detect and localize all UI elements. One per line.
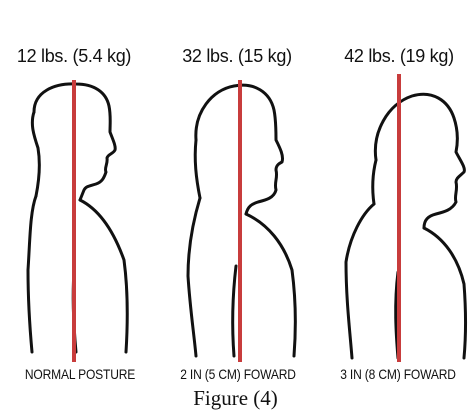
- head-back-forward-2: [195, 140, 200, 198]
- weight-label-forward-2: 32 lbs. (15 kg): [182, 46, 292, 67]
- posture-label-forward-3: 3 IN (8 CM) FOWARD: [340, 366, 456, 382]
- weight-label-normal: 12 lbs. (5.4 kg): [17, 46, 131, 67]
- head-outline-forward-3: [375, 94, 464, 228]
- head-back-normal: [32, 112, 39, 196]
- head-back-forward-3: [373, 160, 376, 204]
- posture-label-normal: NORMAL POSTURE: [25, 366, 135, 382]
- chest-outline-normal: [80, 200, 127, 352]
- figure-caption: Figure (4): [0, 386, 471, 411]
- posture-label-forward-2: 2 IN (5 CM) FOWARD: [180, 366, 296, 382]
- alignment-lines: [74, 74, 399, 362]
- weight-label-forward-3: 42 lbs. (19 kg): [344, 46, 454, 67]
- torso-outline-normal: [28, 196, 36, 352]
- arm-outline-forward-2: [233, 266, 236, 356]
- torso-outline-forward-2: [188, 198, 200, 356]
- torso-outline-forward-3: [346, 204, 374, 358]
- chest-outline-forward-2: [246, 214, 295, 356]
- chest-outline-forward-3: [424, 228, 466, 358]
